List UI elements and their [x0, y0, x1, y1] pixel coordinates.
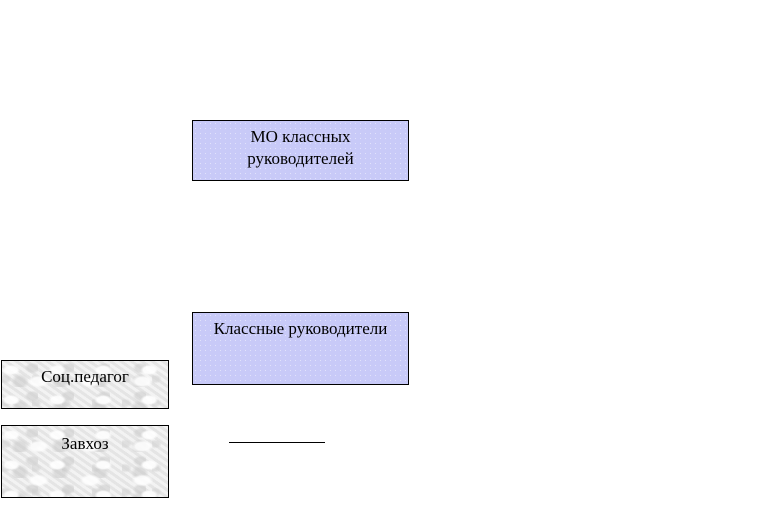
mo-class-teachers-node: МО классных руководителей: [192, 120, 409, 181]
zavkhoz-node-label: Завхоз: [61, 434, 109, 453]
mo-node-label-line2: руководителей: [247, 149, 354, 168]
soc-pedagog-node: Соц.педагог: [1, 360, 169, 409]
connector-line: [229, 442, 325, 443]
class-teachers-node-label: Классные руководители: [213, 319, 388, 338]
class-teachers-node: Классные руководители: [192, 312, 409, 385]
mo-node-label-line1: МО классных: [250, 127, 351, 146]
soc-pedagog-node-label: Соц.педагог: [41, 367, 129, 386]
zavkhoz-node: Завхоз: [1, 425, 169, 498]
